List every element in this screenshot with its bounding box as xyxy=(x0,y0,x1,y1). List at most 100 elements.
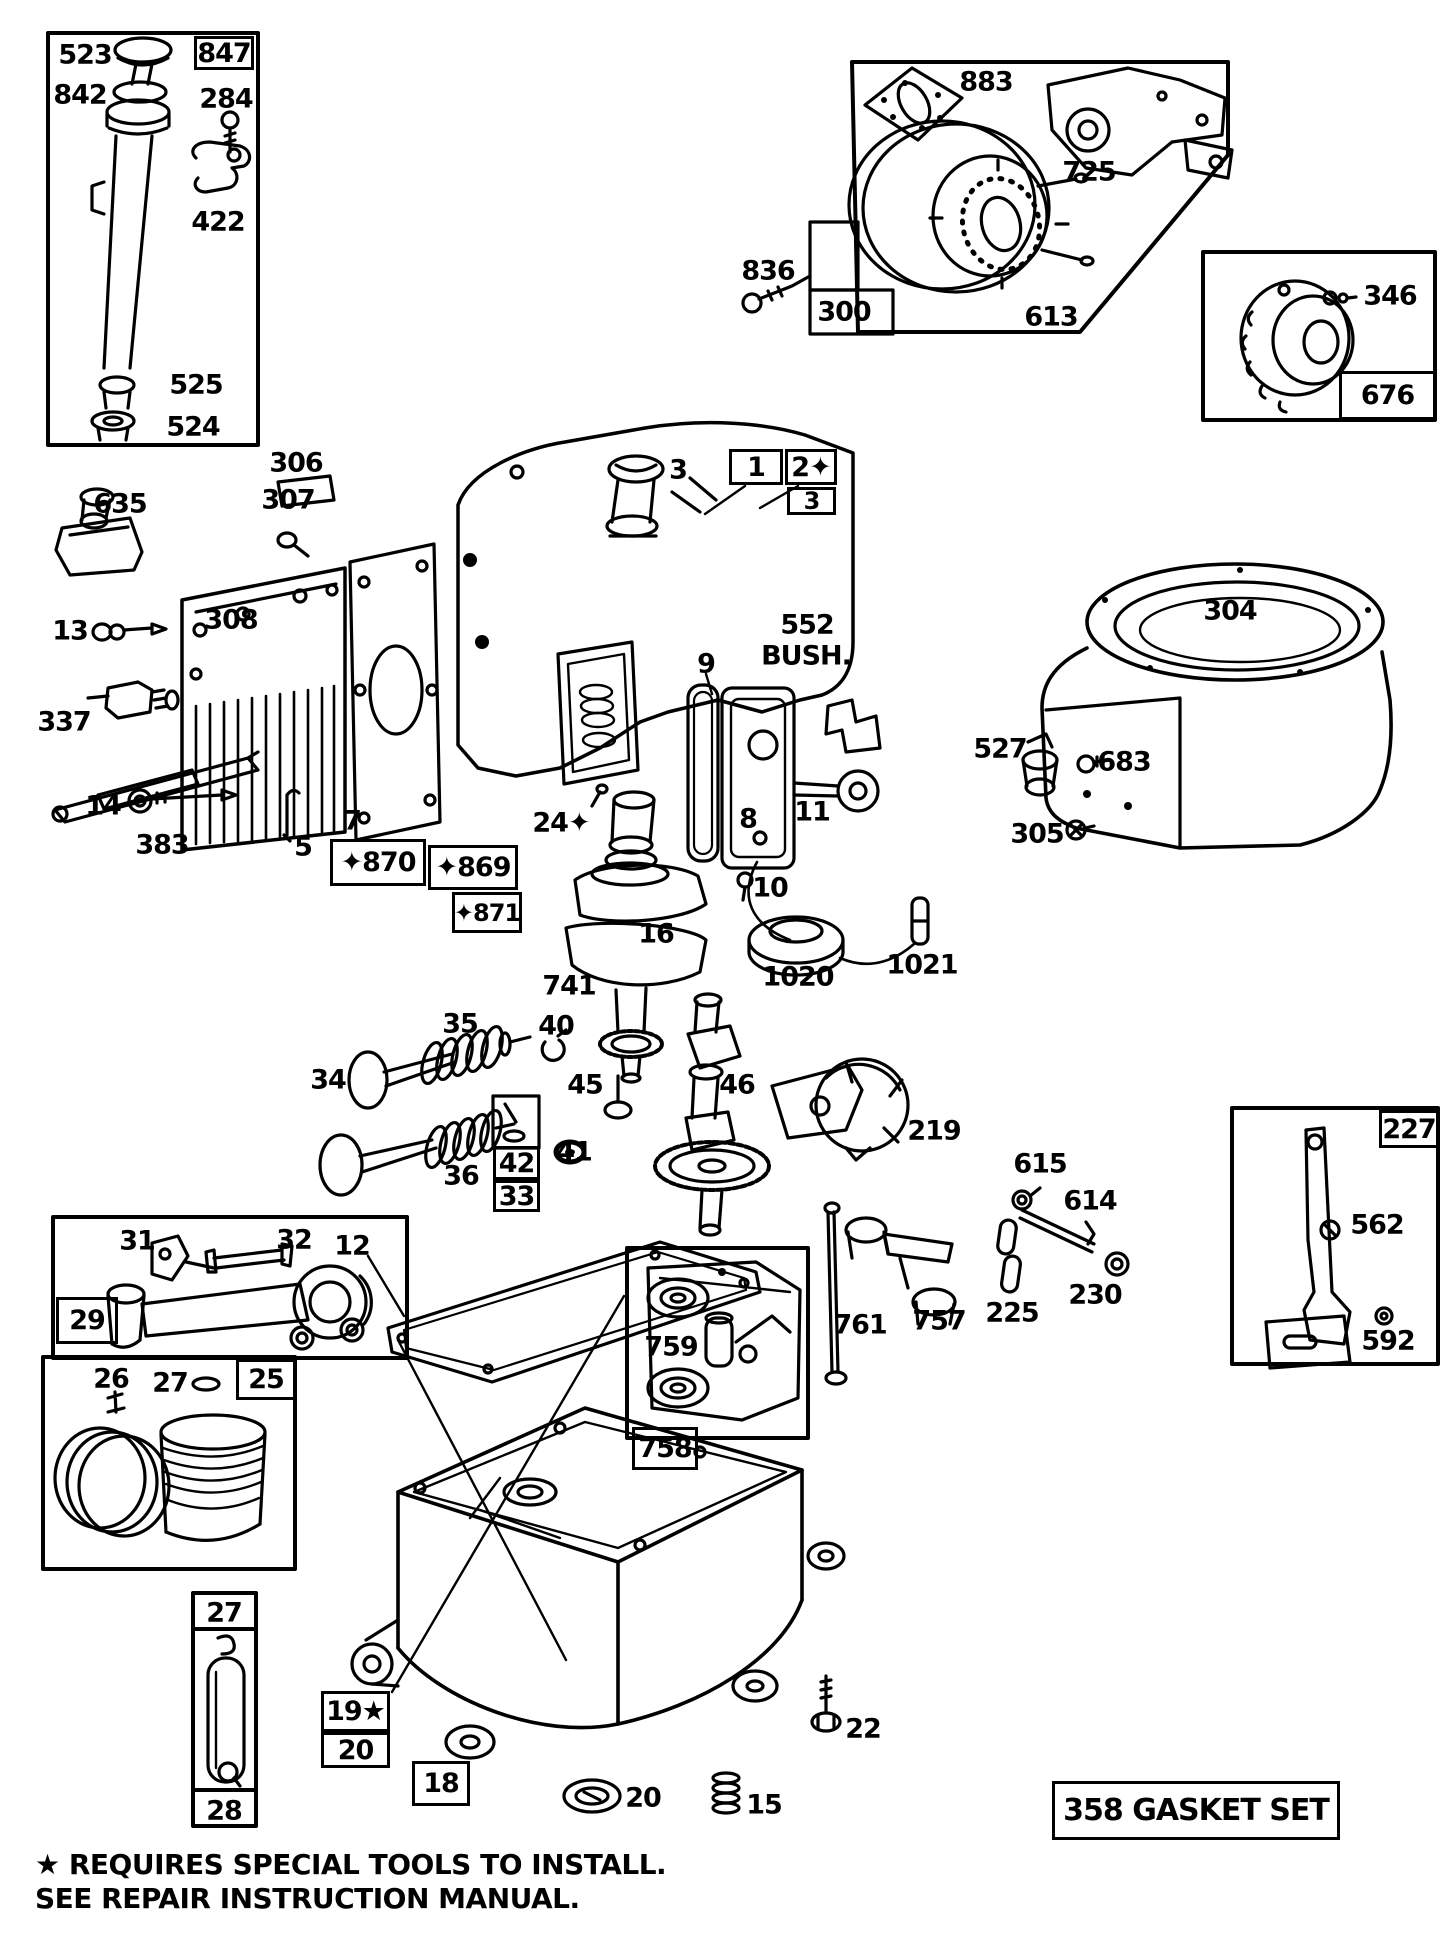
part-label-225: 225 xyxy=(985,1297,1039,1329)
part-label-308: 308 xyxy=(204,604,258,636)
part-label-box-869: ✦869 xyxy=(428,845,518,890)
part-label-284: 284 xyxy=(199,83,253,115)
part-label-757: 757 xyxy=(912,1305,966,1337)
part-label-683: 683 xyxy=(1097,746,1151,778)
part-label-3-oval: 3 xyxy=(669,454,688,486)
part-label-box-42: 42 xyxy=(493,1146,540,1180)
part-label-12: 12 xyxy=(334,1230,371,1262)
piston-box-sketch xyxy=(41,1355,297,1571)
part-label-8: 8 xyxy=(739,803,758,835)
part-label-524: 524 xyxy=(166,411,220,443)
part-label-422: 422 xyxy=(191,206,245,238)
linkage-sketch xyxy=(823,1186,1130,1386)
part-label-842: 842 xyxy=(53,79,107,111)
part-label-10: 10 xyxy=(752,872,789,904)
part-label-525: 525 xyxy=(169,369,223,401)
control-box-sketch xyxy=(1230,1106,1440,1370)
part-label-box-227: 227 xyxy=(1379,1110,1439,1148)
footnote-line-2: SEE REPAIR INSTRUCTION MANUAL. xyxy=(35,1882,580,1915)
valve-train-sketch xyxy=(318,992,771,1237)
part-label-552: 552 xyxy=(780,609,834,641)
dipstick-box-sketch xyxy=(46,31,260,447)
blower-housing-sketch xyxy=(1040,562,1393,850)
part-label-1021: 1021 xyxy=(886,949,958,981)
part-label-box-847: 847 xyxy=(194,36,254,70)
part-label-box-29: 29 xyxy=(56,1297,118,1344)
breather-plate-sketch xyxy=(686,672,880,902)
part-label-883: 883 xyxy=(959,66,1013,98)
part-label-box-676: 676 xyxy=(1339,371,1436,420)
governor-sketch xyxy=(770,1057,910,1162)
part-label-27-piston: 27 xyxy=(152,1367,189,1399)
part-label-15: 15 xyxy=(746,1789,783,1821)
engine-block-sketch xyxy=(54,420,882,852)
part-label-box-2: 2✦ xyxy=(785,449,837,485)
cap-and-bolt-sketch xyxy=(1021,732,1112,797)
part-label-13: 13 xyxy=(52,615,89,647)
muffler-panel-sketch xyxy=(741,60,1234,336)
part-label-741: 741 xyxy=(542,970,596,1002)
part-label-box-19: 19★ xyxy=(321,1691,390,1732)
part-label-562: 562 xyxy=(1350,1209,1404,1241)
part-label-307: 307 xyxy=(261,484,315,516)
part-label-592: 592 xyxy=(1361,1325,1415,1357)
oil-slinger-sketch xyxy=(747,860,930,977)
bracket-box-sketch xyxy=(625,1246,810,1440)
part-label-306: 306 xyxy=(269,447,323,479)
part-label-615: 615 xyxy=(1013,1148,1067,1180)
part-label-22: 22 xyxy=(845,1713,882,1745)
part-label-20-plain: 20 xyxy=(625,1782,662,1814)
part-label-box-871: ✦871 xyxy=(452,892,522,933)
part-label-523: 523 xyxy=(58,39,112,71)
part-label-box-20-box: 20 xyxy=(321,1732,390,1768)
part-label-219: 219 xyxy=(907,1115,961,1147)
part-label-1020: 1020 xyxy=(762,961,834,993)
part-label-24: 24✦ xyxy=(532,807,590,839)
part-label-32: 32 xyxy=(276,1224,313,1256)
part-label-836: 836 xyxy=(741,255,795,287)
part-label-box-gasket-set: 358 GASKET SET xyxy=(1052,1781,1340,1840)
part-label-box-18: 18 xyxy=(412,1761,470,1806)
part-label-305: 305 xyxy=(1010,818,1064,850)
part-label-725: 725 xyxy=(1062,156,1116,188)
part-label-box-33: 33 xyxy=(493,1180,540,1212)
part-label-box-25: 25 xyxy=(236,1359,296,1400)
part-label-11: 11 xyxy=(794,796,831,828)
part-label-26: 26 xyxy=(93,1363,130,1395)
tube-strip-sketch xyxy=(191,1591,258,1828)
part-label-300: 300 xyxy=(817,296,871,328)
part-label-box-3-box: 3 xyxy=(787,487,836,515)
part-label-41: 41 xyxy=(556,1136,593,1168)
part-label-337: 337 xyxy=(37,706,91,738)
part-label-46: 46 xyxy=(719,1069,756,1101)
part-label-759: 759 xyxy=(644,1331,698,1363)
part-label-40: 40 xyxy=(538,1010,575,1042)
part-label-5: 5 xyxy=(294,831,313,863)
footnote-line-1: ★ REQUIRES SPECIAL TOOLS TO INSTALL. xyxy=(35,1848,667,1881)
sump-sketch xyxy=(350,1240,846,1815)
part-label-635: 635 xyxy=(93,488,147,520)
part-label-27-strip: 27 xyxy=(206,1597,243,1629)
part-label-304: 304 xyxy=(1203,595,1257,627)
part-label-614: 614 xyxy=(1063,1185,1117,1217)
part-label-bush: BUSH. xyxy=(761,640,852,672)
flywheel-box-sketch xyxy=(1201,250,1437,422)
part-label-346: 346 xyxy=(1363,280,1417,312)
part-label-613: 613 xyxy=(1024,301,1078,333)
part-label-761: 761 xyxy=(833,1309,887,1341)
part-label-box-1: 1 xyxy=(729,449,783,485)
part-label-9: 9 xyxy=(697,648,716,680)
part-label-28: 28 xyxy=(206,1795,243,1827)
part-label-383: 383 xyxy=(135,829,189,861)
part-label-box-758: 758 xyxy=(632,1427,698,1470)
part-label-230: 230 xyxy=(1068,1279,1122,1311)
part-label-16: 16 xyxy=(638,918,675,950)
part-label-35: 35 xyxy=(442,1008,479,1040)
part-label-box-870: ✦870 xyxy=(330,839,426,886)
part-label-7: 7 xyxy=(343,805,362,837)
part-label-31: 31 xyxy=(119,1225,156,1257)
dipstick-tube-sketch xyxy=(51,750,260,824)
part-label-45: 45 xyxy=(567,1069,604,1101)
